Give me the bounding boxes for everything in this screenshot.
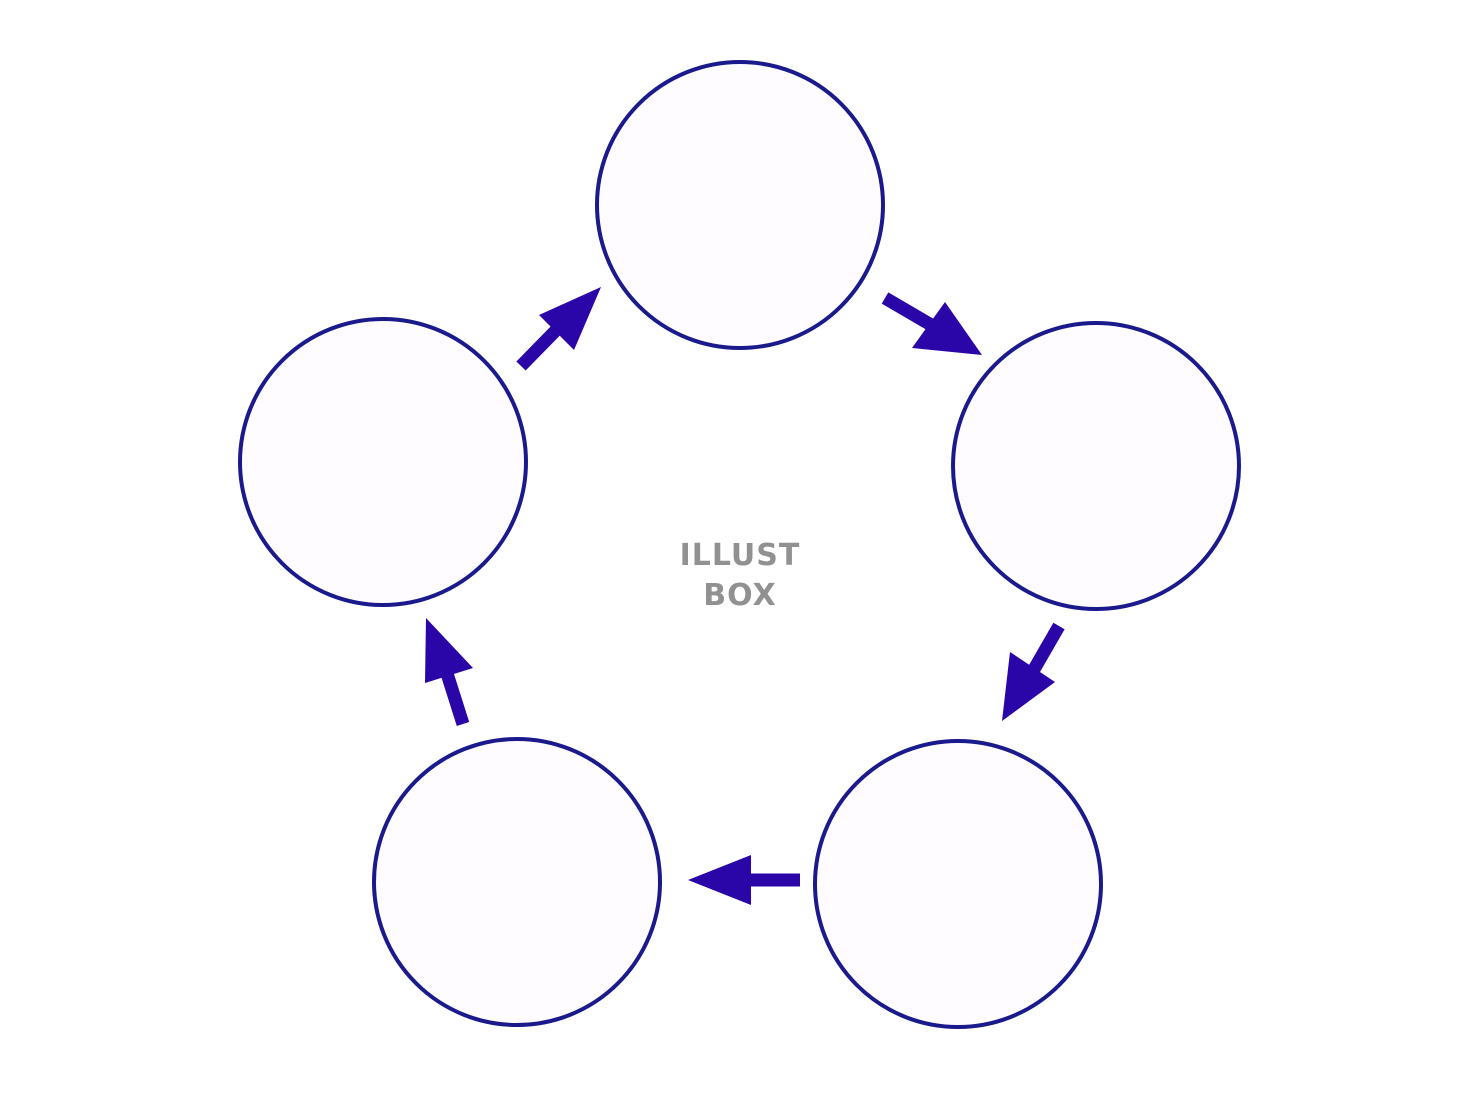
arrow-bottom-right-to-bottom-left	[688, 855, 800, 905]
cycle-node-bottom-left	[372, 737, 662, 1027]
cycle-node-top	[595, 60, 885, 350]
arrow-right-to-bottom-right	[1002, 622, 1065, 721]
arrow-top-to-right	[881, 292, 982, 355]
arrow-bottom-left-to-left	[425, 618, 473, 726]
cycle-node-left	[238, 317, 528, 607]
cycle-node-bottom-right	[813, 739, 1103, 1029]
cycle-node-right	[951, 321, 1241, 611]
watermark-text: ILLUST BOX	[679, 538, 801, 613]
arrow-left-to-top	[516, 287, 601, 371]
